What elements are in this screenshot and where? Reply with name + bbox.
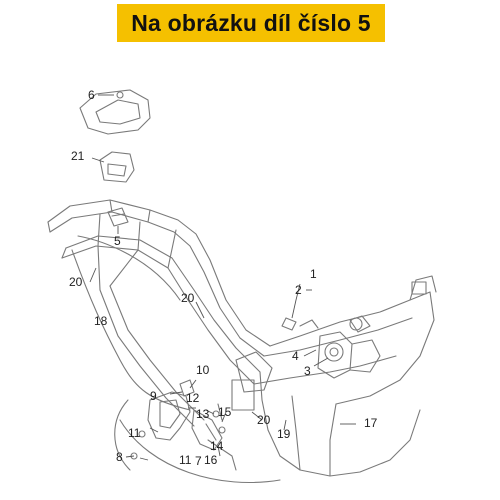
clip-5 — [107, 207, 129, 227]
label-16: 16 — [204, 453, 218, 467]
cable-18 — [71, 249, 191, 411]
label-2: 2 — [295, 283, 302, 297]
label-7: 7 — [195, 454, 202, 468]
label-1: 1 — [310, 267, 317, 281]
frame-lower-rail — [65, 235, 261, 373]
label-20a: 20 — [69, 275, 83, 289]
top-cover-part — [79, 89, 151, 135]
label-5: 5 — [114, 234, 121, 248]
banner-title: Na obrázku díl číslo 5 — [131, 9, 371, 36]
mount-bracket-21 — [99, 151, 135, 183]
label-17: 17 — [364, 416, 378, 430]
label-4: 4 — [292, 349, 299, 363]
rear-frame — [269, 291, 435, 405]
label-21: 21 — [71, 149, 85, 163]
label-11a: 11 — [128, 426, 141, 440]
label-20c: 20 — [257, 413, 271, 427]
label-19: 19 — [277, 427, 291, 441]
label-6: 6 — [88, 88, 95, 102]
label-13: 13 — [196, 407, 210, 421]
label-15: 15 — [218, 405, 232, 419]
frame-down-tube — [109, 285, 205, 421]
frame-top-rail — [47, 199, 271, 347]
label-12: 12 — [186, 391, 200, 405]
label-10: 10 — [196, 363, 210, 377]
top-cover-inner — [95, 99, 141, 125]
label-3: 3 — [304, 364, 311, 378]
label-18: 18 — [94, 314, 108, 328]
bolt-6 — [116, 91, 124, 99]
label-9: 9 — [150, 389, 157, 403]
label-8: 8 — [116, 450, 123, 464]
label-11b: 11 — [179, 453, 192, 467]
label-20b: 20 — [181, 291, 195, 305]
header-banner: Na obrázku díl číslo 5 — [117, 4, 385, 42]
label-14: 14 — [210, 439, 224, 453]
